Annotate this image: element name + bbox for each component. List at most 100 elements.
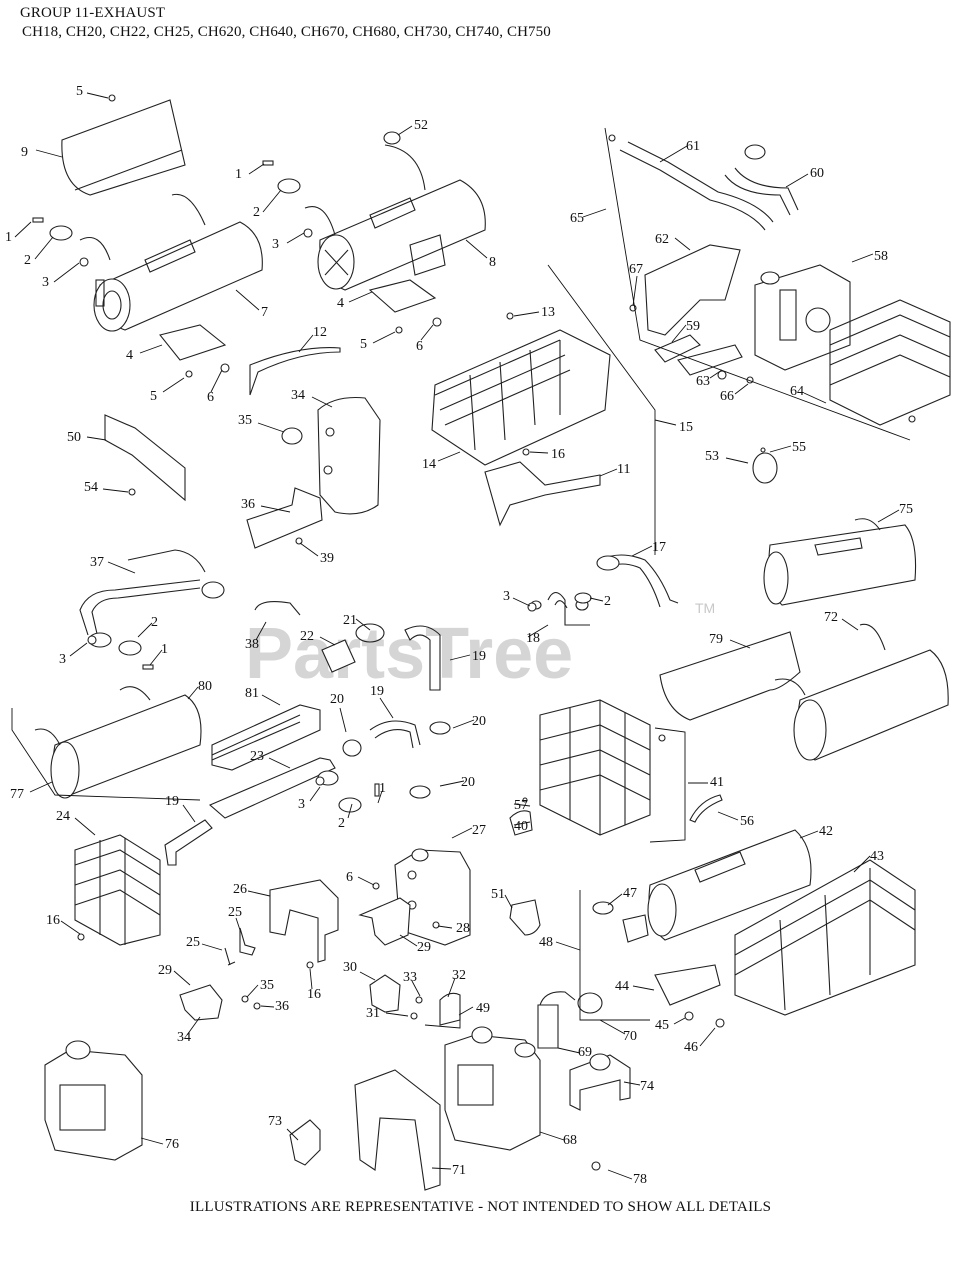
callout-label-32[interactable]: 32 [452,968,466,983]
callout-label-13[interactable]: 13 [541,305,555,320]
callout-label-45[interactable]: 45 [655,1018,669,1033]
callout-label-19[interactable]: 19 [472,649,486,664]
callout-label-25[interactable]: 25 [186,935,200,950]
callout-label-29[interactable]: 29 [158,963,172,978]
callout-label-69[interactable]: 69 [578,1045,592,1060]
callout-label-33[interactable]: 33 [403,970,417,985]
callout-label-60[interactable]: 60 [810,166,824,181]
callout-label-11[interactable]: 11 [617,462,630,477]
callout-label-44[interactable]: 44 [615,979,629,994]
callout-label-68[interactable]: 68 [563,1133,577,1148]
callout-label-6[interactable]: 6 [346,870,353,885]
callout-label-3[interactable]: 3 [42,275,49,290]
callout-label-39[interactable]: 39 [320,551,334,566]
callout-label-30[interactable]: 30 [343,960,357,975]
callout-label-19[interactable]: 19 [165,794,179,809]
callout-label-35[interactable]: 35 [260,978,274,993]
callout-label-72[interactable]: 72 [824,610,838,625]
callout-label-58[interactable]: 58 [874,249,888,264]
callout-label-40[interactable]: 40 [514,819,528,834]
callout-label-2[interactable]: 2 [151,615,158,630]
callout-label-49[interactable]: 49 [476,1001,490,1016]
callout-label-42[interactable]: 42 [819,824,833,839]
callout-label-20[interactable]: 20 [472,714,486,729]
callout-label-26[interactable]: 26 [233,882,247,897]
callout-label-36[interactable]: 36 [275,999,289,1014]
callout-label-64[interactable]: 64 [790,384,804,399]
callout-label-59[interactable]: 59 [686,319,700,334]
callout-label-81[interactable]: 81 [245,686,259,701]
callout-label-22[interactable]: 22 [300,629,314,644]
callout-label-53[interactable]: 53 [705,449,719,464]
callout-label-63[interactable]: 63 [696,374,710,389]
callout-label-29[interactable]: 29 [417,940,431,955]
callout-label-4[interactable]: 4 [126,348,133,363]
callout-label-1[interactable]: 1 [379,781,386,796]
callout-label-1[interactable]: 1 [5,230,12,245]
callout-label-67[interactable]: 67 [629,262,643,277]
callout-label-57[interactable]: 57 [514,798,528,813]
callout-label-18[interactable]: 18 [526,631,540,646]
callout-label-5[interactable]: 5 [76,84,83,99]
callout-label-2[interactable]: 2 [253,205,260,220]
callout-label-31[interactable]: 31 [366,1006,380,1021]
callout-label-62[interactable]: 62 [655,232,669,247]
callout-label-15[interactable]: 15 [679,420,693,435]
callout-label-6[interactable]: 6 [207,390,214,405]
callout-label-46[interactable]: 46 [684,1040,698,1055]
callout-label-1[interactable]: 1 [161,642,168,657]
callout-label-47[interactable]: 47 [623,886,637,901]
callout-label-54[interactable]: 54 [84,480,98,495]
callout-label-25[interactable]: 25 [228,905,242,920]
callout-label-2[interactable]: 2 [338,816,345,831]
callout-label-41[interactable]: 41 [710,775,724,790]
callout-label-55[interactable]: 55 [792,440,806,455]
callout-label-78[interactable]: 78 [633,1172,647,1187]
callout-label-16[interactable]: 16 [307,987,321,1002]
callout-label-6[interactable]: 6 [416,339,423,354]
callout-label-65[interactable]: 65 [570,211,584,226]
callout-label-16[interactable]: 16 [551,447,565,462]
callout-label-4[interactable]: 4 [337,296,344,311]
callout-label-75[interactable]: 75 [899,502,913,517]
callout-label-14[interactable]: 14 [422,457,436,472]
callout-label-24[interactable]: 24 [56,809,70,824]
callout-label-3[interactable]: 3 [272,237,279,252]
callout-label-3[interactable]: 3 [59,652,66,667]
callout-label-76[interactable]: 76 [165,1137,179,1152]
callout-label-80[interactable]: 80 [198,679,212,694]
callout-label-2[interactable]: 2 [604,594,611,609]
callout-label-7[interactable]: 7 [261,305,268,320]
callout-label-19[interactable]: 19 [370,684,384,699]
callout-label-71[interactable]: 71 [452,1163,466,1178]
callout-label-27[interactable]: 27 [472,823,486,838]
callout-label-1[interactable]: 1 [235,167,242,182]
callout-label-50[interactable]: 50 [67,430,81,445]
callout-label-9[interactable]: 9 [21,145,28,160]
callout-label-5[interactable]: 5 [150,389,157,404]
callout-label-35[interactable]: 35 [238,413,252,428]
callout-label-70[interactable]: 70 [623,1029,637,1044]
callout-label-20[interactable]: 20 [330,692,344,707]
callout-label-51[interactable]: 51 [491,887,505,902]
callout-label-20[interactable]: 20 [461,775,475,790]
callout-label-8[interactable]: 8 [489,255,496,270]
callout-label-36[interactable]: 36 [241,497,255,512]
callout-label-28[interactable]: 28 [456,921,470,936]
callout-label-56[interactable]: 56 [740,814,754,829]
callout-label-34[interactable]: 34 [177,1030,191,1045]
callout-label-5[interactable]: 5 [360,337,367,352]
callout-label-34[interactable]: 34 [291,388,305,403]
callout-label-52[interactable]: 52 [414,118,428,133]
callout-label-17[interactable]: 17 [652,540,666,555]
callout-label-37[interactable]: 37 [90,555,104,570]
callout-label-3[interactable]: 3 [503,589,510,604]
callout-label-12[interactable]: 12 [313,325,327,340]
callout-label-66[interactable]: 66 [720,389,734,404]
callout-label-21[interactable]: 21 [343,613,357,628]
callout-label-48[interactable]: 48 [539,935,553,950]
callout-label-38[interactable]: 38 [245,637,259,652]
callout-label-3[interactable]: 3 [298,797,305,812]
callout-label-61[interactable]: 61 [686,139,700,154]
callout-label-79[interactable]: 79 [709,632,723,647]
